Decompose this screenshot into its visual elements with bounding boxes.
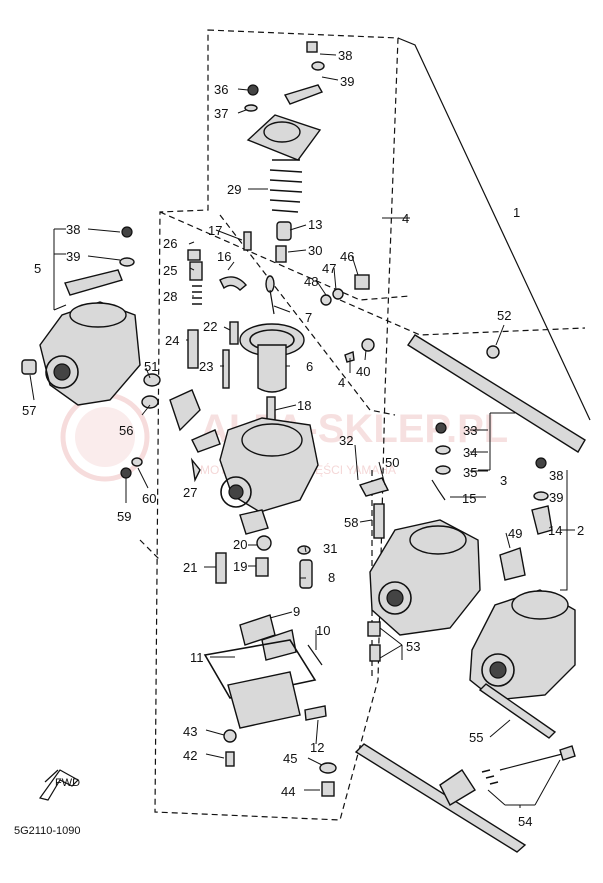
callout-43: 43 — [183, 724, 197, 739]
callout-34: 34 — [463, 445, 477, 460]
callout-22: 22 — [203, 319, 217, 334]
callout-18: 18 — [297, 398, 311, 413]
callout-1: 1 — [513, 205, 520, 220]
callout-60: 60 — [142, 491, 156, 506]
right-lower-carburetor — [469, 457, 576, 701]
callout-17: 17 — [208, 223, 222, 238]
top-cover-assembly — [244, 41, 325, 315]
callout-45: 45 — [283, 751, 297, 766]
callout-labels: 1 2 3 4 4 5 6 7 8 9 10 11 12 13 14 15 16… — [22, 48, 584, 829]
vacuum-piston — [239, 323, 305, 393]
callout-27: 27 — [183, 485, 197, 500]
callout-51: 51 — [144, 359, 158, 374]
callout-8: 8 — [328, 570, 335, 585]
callout-leader-lines — [29, 53, 575, 808]
callout-21: 21 — [183, 560, 197, 575]
callout-46: 46 — [340, 249, 354, 264]
callout-39-right: 39 — [549, 490, 563, 505]
callout-24: 24 — [165, 333, 179, 348]
callout-29: 29 — [227, 182, 241, 197]
callout-12: 12 — [310, 740, 324, 755]
callout-3: 3 — [500, 473, 507, 488]
callout-26: 26 — [163, 236, 177, 251]
callout-42: 42 — [183, 748, 197, 763]
callout-38-top: 38 — [338, 48, 352, 63]
callout-50: 50 — [385, 455, 399, 470]
callout-49: 49 — [508, 526, 522, 541]
callout-30: 30 — [308, 243, 322, 258]
callout-55: 55 — [469, 730, 483, 745]
callout-7: 7 — [305, 310, 312, 325]
fwd-label: FWD — [55, 777, 80, 789]
callout-16: 16 — [217, 249, 231, 264]
drawing-code: 5G2110-1090 — [14, 825, 80, 837]
callout-38-left: 38 — [66, 222, 80, 237]
callout-54: 54 — [518, 814, 532, 829]
center-carburetor-body — [187, 231, 319, 589]
callout-32: 32 — [339, 433, 353, 448]
callout-35: 35 — [463, 465, 477, 480]
callout-58: 58 — [344, 515, 358, 530]
callout-31: 31 — [323, 541, 337, 556]
callout-52: 52 — [497, 308, 511, 323]
callout-56: 56 — [119, 423, 133, 438]
callout-28: 28 — [163, 289, 177, 304]
callout-4: 4 — [402, 211, 409, 226]
callout-2: 2 — [577, 523, 584, 538]
callout-47: 47 — [322, 261, 336, 276]
callout-19: 19 — [233, 559, 247, 574]
callout-10: 10 — [316, 623, 330, 638]
callout-25: 25 — [163, 263, 177, 278]
right-upper-carburetor — [358, 422, 526, 662]
float-bowl-section — [203, 614, 337, 797]
callout-40: 40 — [356, 364, 370, 379]
callout-14: 14 — [548, 523, 562, 538]
callout-20: 20 — [233, 537, 247, 552]
callout-13: 13 — [308, 217, 322, 232]
outer-assembly-line — [397, 37, 591, 421]
callout-59: 59 — [117, 509, 131, 524]
callout-4b: 4 — [338, 375, 345, 390]
callout-53: 53 — [406, 639, 420, 654]
left-carburetor — [21, 226, 201, 479]
callout-44: 44 — [281, 784, 295, 799]
callout-39-left: 39 — [66, 249, 80, 264]
callout-39-top: 39 — [340, 74, 354, 89]
callout-38-right: 38 — [549, 468, 563, 483]
callout-37: 37 — [214, 106, 228, 121]
callout-9: 9 — [293, 604, 300, 619]
callout-36: 36 — [214, 82, 228, 97]
callout-57: 57 — [22, 403, 36, 418]
fwd-arrow-icon: FWD — [38, 769, 80, 801]
callout-15: 15 — [462, 491, 476, 506]
callout-5: 5 — [34, 261, 41, 276]
callout-48: 48 — [304, 274, 318, 289]
linkage-bars — [320, 274, 586, 853]
callout-23: 23 — [199, 359, 213, 374]
callout-6: 6 — [306, 359, 313, 374]
callout-11: 11 — [190, 650, 204, 665]
callout-33: 33 — [463, 423, 477, 438]
